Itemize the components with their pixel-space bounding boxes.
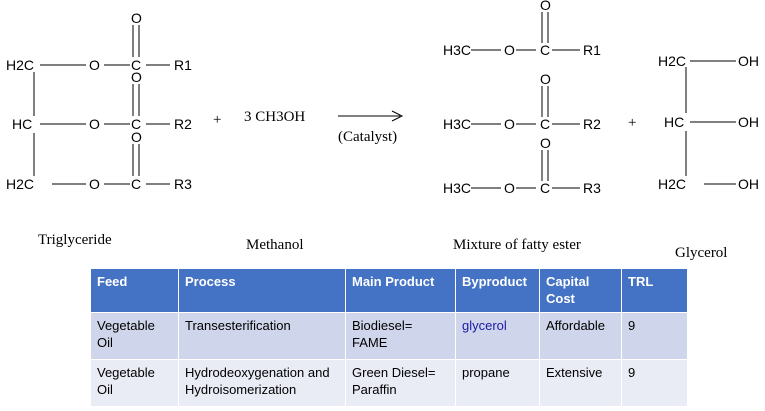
ester-o-dbl-2: O [540, 71, 551, 87]
cell-feed: Vegetable Oil [90, 359, 179, 407]
trig-hc: HC [12, 116, 32, 132]
cell-trl: 9 [621, 359, 688, 407]
caption-glycerol: Glycerol [675, 245, 727, 261]
header-feed: Feed [90, 268, 179, 313]
ester-r2: R2 [583, 116, 601, 132]
ester-o-dbl-3: O [540, 135, 551, 151]
gly-hc: HC [664, 114, 684, 130]
trig-c-1: C [131, 57, 141, 73]
cell-trl: 9 [621, 312, 688, 360]
reaction-scheme: H2C O C O R1 HC O C O R2 H2C O C O R3 + … [6, 0, 759, 261]
ester-h3c-3: H3C [443, 180, 471, 196]
table-header-row: Feed Process Main Product Byproduct Capi… [90, 268, 688, 313]
header-process: Process [178, 268, 346, 313]
cell-main-product: Biodiesel= FAME [345, 312, 456, 360]
ester-r1: R1 [583, 42, 601, 58]
trig-o-dbl-3: O [131, 129, 142, 145]
ester-c-3: C [540, 180, 550, 196]
cell-feed: Vegetable Oil [90, 312, 179, 360]
gly-oh-2: OH [738, 114, 759, 130]
trig-o-2: O [89, 116, 100, 132]
trig-o-dbl-1: O [131, 10, 142, 26]
trig-o-1: O [89, 57, 100, 73]
trig-o-3: O [89, 176, 100, 192]
caption-triglyceride: Triglyceride [38, 232, 112, 248]
trig-c-2: C [131, 116, 141, 132]
plus-sign-1: + [213, 112, 221, 128]
gly-h2c-1: H2C [658, 53, 686, 69]
header-capital-cost: Capital Cost [539, 268, 622, 313]
ester-h3c-2: H3C [443, 116, 471, 132]
ester-o-3: O [504, 180, 515, 196]
trig-c-3: C [131, 176, 141, 192]
cell-process: Hydrodeoxygenation and Hydroisomerizatio… [178, 359, 346, 407]
ester-c-1: C [540, 42, 550, 58]
gly-h2c-3: H2C [658, 176, 686, 192]
cell-capital-cost: Affordable [539, 312, 622, 360]
cell-byproduct[interactable]: glycerol [455, 312, 540, 360]
cell-byproduct: propane [455, 359, 540, 407]
ester-c-2: C [540, 116, 550, 132]
trig-r1: R1 [174, 57, 192, 73]
trig-r2: R2 [174, 116, 192, 132]
cell-capital-cost: Extensive [539, 359, 622, 407]
catalyst-label: (Catalyst) [338, 129, 397, 145]
cell-main-product: Green Diesel= Paraffin [345, 359, 456, 407]
header-byproduct: Byproduct [455, 268, 540, 313]
ester-o-2: O [504, 116, 515, 132]
trig-h2c-1: H2C [6, 57, 34, 73]
plus-sign-2: + [628, 115, 636, 131]
trig-o-dbl-2: O [131, 69, 142, 85]
methanol-formula: 3 CH3OH [244, 109, 305, 125]
ester-o-dbl-1: O [540, 0, 551, 13]
header-trl: TRL [621, 268, 688, 313]
ester-r3: R3 [583, 180, 601, 196]
process-comparison-table: Feed Process Main Product Byproduct Capi… [90, 268, 688, 407]
trig-h2c-3: H2C [6, 176, 34, 192]
cell-process: Transesterification [178, 312, 346, 360]
caption-methanol: Methanol [246, 237, 304, 253]
header-main-product: Main Product [345, 268, 456, 313]
table-row: Vegetable Oil Transesterification Biodie… [90, 312, 688, 360]
ester-h3c-1: H3C [443, 42, 471, 58]
table-row: Vegetable Oil Hydrodeoxygenation and Hyd… [90, 359, 688, 407]
gly-oh-3: OH [738, 176, 759, 192]
gly-oh-1: OH [738, 53, 759, 69]
caption-fatty-ester: Mixture of fatty ester [453, 237, 581, 253]
ester-o-1: O [504, 42, 515, 58]
trig-r3: R3 [174, 176, 192, 192]
